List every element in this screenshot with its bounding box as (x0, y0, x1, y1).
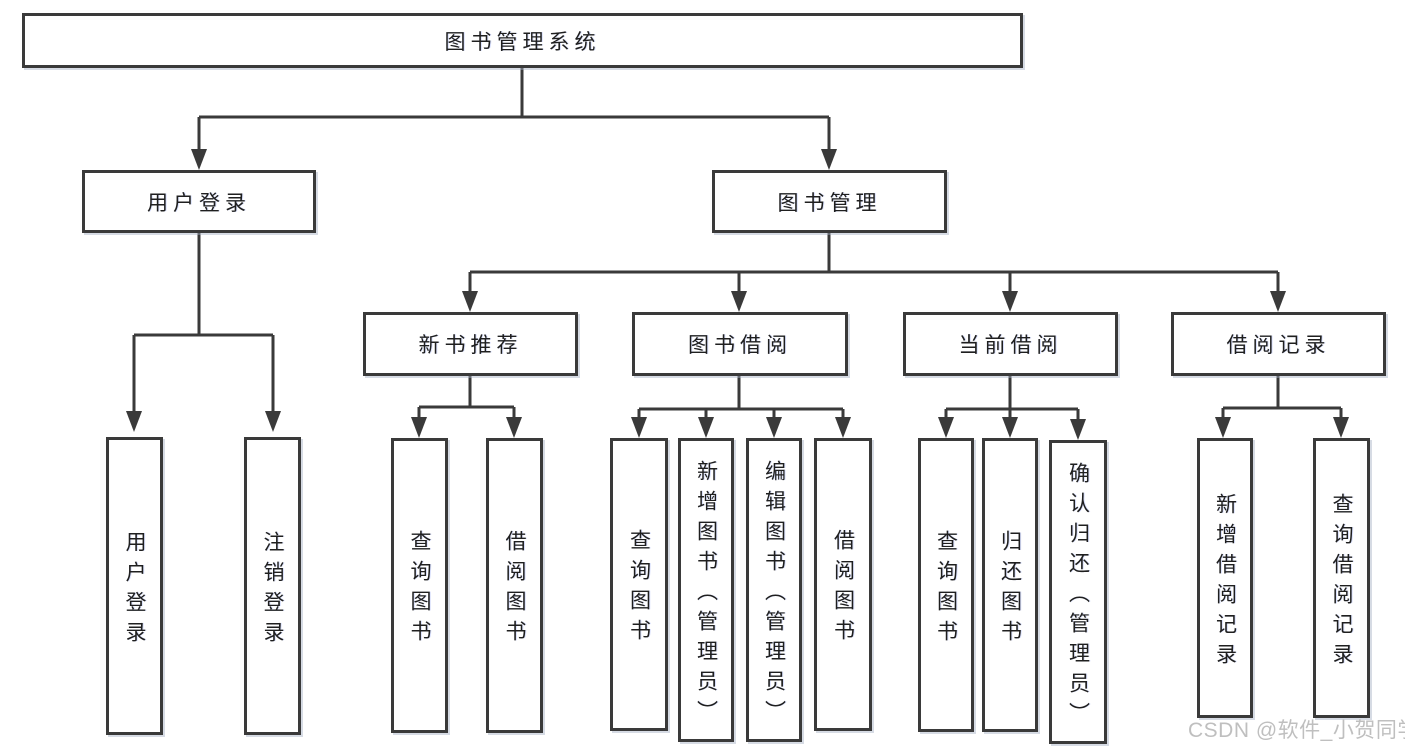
node-user-login-leaf: 用户登录 (106, 437, 163, 735)
node-cb-confirm-return-admin: 确认归还（管理员） (1049, 440, 1107, 744)
node-book-borrow-label: 图书借阅 (688, 334, 792, 357)
node-book-borrow: 图书借阅 (632, 312, 848, 376)
node-bb-add-books-admin-label: 新增图书（管理员） (694, 459, 718, 730)
node-br-add-record-label: 新增借阅记录 (1213, 492, 1237, 673)
node-book-management-label: 图书管理 (777, 191, 882, 215)
node-user-login: 用户登录 (82, 170, 316, 233)
node-logout-label: 注销登录 (261, 530, 285, 651)
connector-root-to-level2 (191, 68, 837, 170)
connector-new-book-recommend-children (411, 376, 522, 438)
node-cb-query-books-label: 查询图书 (934, 529, 958, 650)
node-rec-query-books-label: 查询图书 (408, 530, 432, 650)
node-br-query-record: 查询借阅记录 (1313, 438, 1370, 718)
node-book-management: 图书管理 (712, 170, 947, 233)
node-current-borrow: 当前借阅 (903, 312, 1118, 376)
node-bb-query-books: 查询图书 (610, 438, 668, 731)
node-borrow-records: 借阅记录 (1171, 312, 1386, 376)
node-user-login-leaf-label: 用户登录 (123, 530, 147, 651)
connector-book-borrow-children (631, 376, 851, 438)
node-bb-borrow-books-label: 借阅图书 (831, 529, 855, 649)
node-rec-borrow-books: 借阅图书 (486, 438, 543, 733)
node-cb-return-books-label: 归还图书 (998, 529, 1022, 650)
node-root: 图书管理系统 (22, 13, 1023, 68)
node-current-borrow-label: 当前借阅 (958, 334, 1063, 357)
connector-borrow-records-children (1215, 376, 1349, 438)
node-br-query-record-label: 查询借阅记录 (1330, 492, 1354, 673)
connector-user-login-children (126, 233, 281, 432)
node-logout: 注销登录 (244, 437, 301, 735)
node-cb-confirm-return-admin-label: 确认归还（管理员） (1066, 461, 1090, 732)
node-rec-query-books: 查询图书 (391, 438, 448, 733)
node-rec-borrow-books-label: 借阅图书 (503, 530, 527, 650)
node-cb-return-books: 归还图书 (982, 438, 1038, 732)
node-cb-query-books: 查询图书 (918, 438, 974, 732)
node-new-book-recommend-label: 新书推荐 (418, 334, 523, 357)
node-root-label: 图书管理系统 (444, 30, 601, 54)
node-bb-borrow-books: 借阅图书 (814, 438, 872, 731)
node-bb-query-books-label: 查询图书 (627, 529, 651, 649)
node-bb-edit-books-admin: 编辑图书（管理员） (746, 438, 802, 742)
node-br-add-record: 新增借阅记录 (1197, 438, 1253, 718)
node-bb-add-books-admin: 新增图书（管理员） (678, 438, 734, 742)
csdn-watermark: CSDN @软件_小贺同学 (1188, 719, 1405, 742)
node-new-book-recommend: 新书推荐 (363, 312, 578, 376)
node-borrow-records-label: 借阅记录 (1226, 334, 1331, 357)
node-bb-edit-books-admin-label: 编辑图书（管理员） (762, 459, 786, 730)
node-user-login-label: 用户登录 (147, 191, 251, 215)
connector-current-borrow-children (938, 376, 1086, 440)
connector-book-management-children (462, 233, 1286, 312)
